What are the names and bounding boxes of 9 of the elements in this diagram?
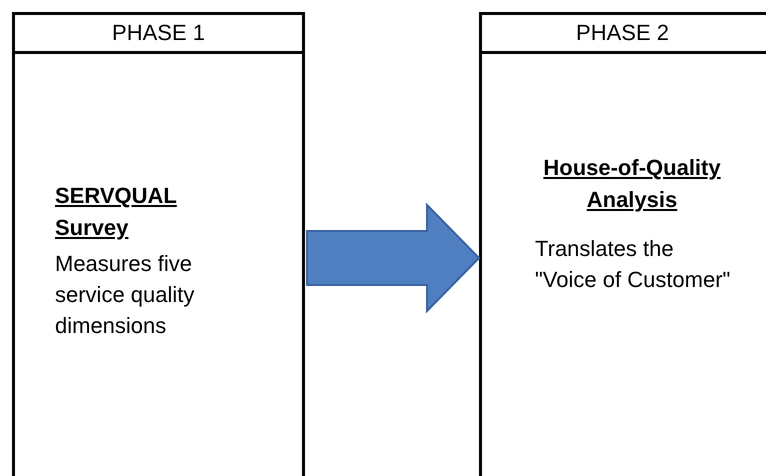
step-description: Translates the "Voice of Customer" [535, 235, 732, 294]
step-heading: SERVQUAL Survey [55, 182, 178, 242]
step-description: Measures five service quality dimensions [55, 250, 196, 340]
phase-box [479, 12, 766, 476]
step-heading: House-of-Quality Analysis [542, 154, 722, 214]
phase-title: PHASE 2 [575, 19, 670, 47]
phase-box [12, 12, 305, 476]
phase-title: PHASE 1 [111, 19, 206, 47]
arrow [306, 202, 480, 314]
